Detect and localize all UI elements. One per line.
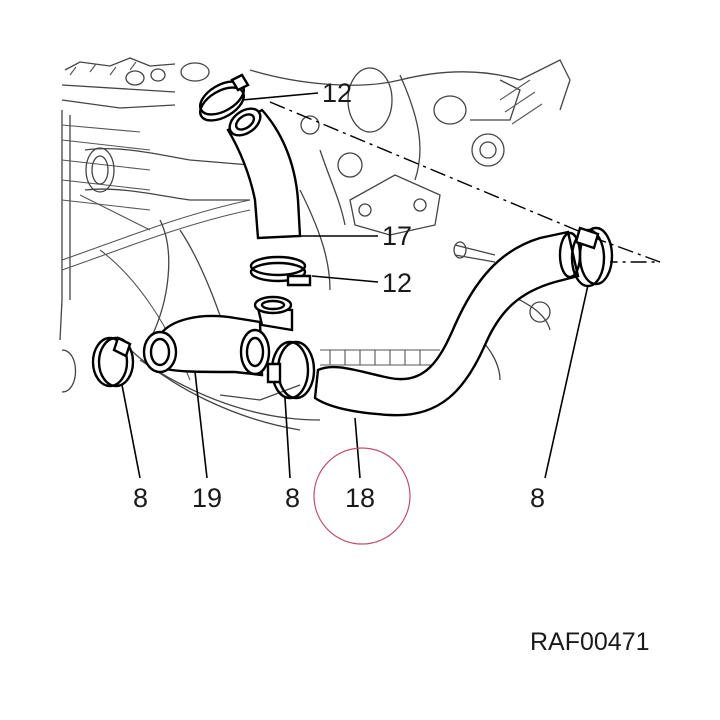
- callout-8-middle: 8: [285, 483, 300, 513]
- hose-17: [226, 107, 302, 240]
- hose-clamp-8-middle: [266, 340, 316, 400]
- hose-clamp-12-upper: [199, 73, 250, 122]
- callout-8-left: 8: [133, 483, 148, 513]
- callout-17: 17: [382, 221, 412, 251]
- hose-clamp-12-lower: [249, 255, 312, 287]
- t-fitting-19: [142, 295, 294, 377]
- hose-clamp-8-right: [570, 226, 614, 288]
- callout-18: 18: [345, 483, 375, 513]
- leader-lines: [121, 92, 589, 479]
- highlight-circle: [313, 447, 411, 545]
- callout-8-right: 8: [530, 483, 545, 513]
- hose-clamp-8-left: [91, 336, 135, 388]
- callout-19: 19: [192, 483, 222, 513]
- callout-12-upper: 12: [322, 78, 352, 108]
- engine-block-background: [59, 57, 571, 431]
- assembly-axis-line: [269, 101, 661, 263]
- reference-code: RAF00471: [530, 628, 650, 656]
- callout-12-lower: 12: [382, 268, 412, 298]
- hose-18: [313, 230, 582, 417]
